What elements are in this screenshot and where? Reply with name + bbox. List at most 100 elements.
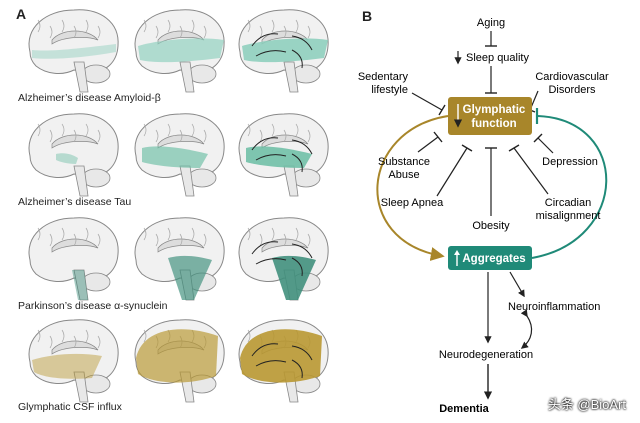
sulcus	[85, 123, 89, 137]
node-neurodegeneration: Neurodegeneration	[439, 349, 533, 361]
sulcus	[203, 25, 207, 39]
sulcus	[295, 123, 299, 137]
node-sleep-quality: Sleep quality	[466, 52, 529, 64]
sulcus	[259, 129, 263, 143]
pathology-overlay	[272, 255, 316, 300]
sulcus	[85, 227, 89, 241]
sulcus	[271, 123, 275, 137]
sulcus	[143, 123, 147, 137]
brainstem	[179, 61, 195, 93]
node-sleep-apnea: Sleep Apnea	[381, 197, 444, 209]
pathology-overlay	[56, 153, 78, 164]
panel-a-brains	[28, 9, 329, 403]
node-substance-line2: Abuse	[388, 169, 419, 181]
row-label-csf: Glymphatic CSF influx	[18, 401, 122, 413]
sulcus	[247, 329, 251, 343]
brain-schematic	[238, 113, 329, 197]
sulcus	[259, 233, 263, 247]
pathology-overlay	[138, 38, 224, 63]
pathology-overlay	[136, 329, 218, 383]
sulcus	[61, 329, 65, 343]
sulcus	[271, 19, 275, 33]
node-circadian-line2: misalignment	[536, 210, 601, 222]
flow-arrow-icon	[251, 343, 279, 357]
inhibit-substance-bar	[433, 131, 443, 143]
node-cardio-line1: Cardiovascular	[535, 71, 609, 83]
brain-outline	[28, 113, 119, 178]
watermark: 头条 @BioArt	[547, 397, 626, 412]
node-circadian-line1: Circadian	[545, 197, 591, 209]
sulcus	[143, 227, 147, 241]
sulcus	[49, 25, 53, 39]
node-sedentary-line2: lifestyle	[371, 84, 408, 96]
panel-a-letter: A	[16, 6, 27, 22]
sulcus	[203, 233, 207, 247]
teal-feedback-line	[531, 115, 608, 259]
inhibit-depression-line	[537, 137, 554, 154]
corpus-callosum	[51, 238, 99, 253]
pathology-overlay	[32, 44, 116, 59]
sulcus	[179, 129, 183, 143]
gold-feedback-arrow	[376, 115, 449, 261]
sulcus	[37, 329, 41, 343]
node-dementia: Dementia	[439, 403, 489, 415]
sulcus	[61, 19, 65, 33]
sulcus	[73, 129, 77, 143]
flow-arrow-icon	[291, 35, 313, 51]
flow-arrow-icon	[291, 359, 303, 379]
sulcus	[61, 123, 65, 137]
flow-arrow-icon	[291, 257, 303, 277]
glymphatic-label-line1: Glymphatic	[463, 104, 526, 116]
bidirectional-arrow	[520, 309, 533, 349]
flow-arrow-icon	[255, 360, 287, 367]
corpus-callosum	[51, 134, 99, 149]
sulcus	[179, 233, 183, 247]
node-substance-line1: Substance	[378, 156, 430, 168]
brain-schematic	[238, 319, 329, 403]
aggregates-box	[448, 246, 532, 270]
glymphatic-label-line2: function	[471, 118, 516, 130]
inhibit-circadian-line	[513, 147, 549, 195]
sulcus	[73, 233, 77, 247]
flow-arrow-icon	[255, 50, 287, 57]
sulcus	[307, 129, 311, 143]
sulcus	[295, 19, 299, 33]
inhibit-sedentary-bar	[438, 104, 446, 116]
sulcus	[307, 25, 311, 39]
sulcus	[295, 227, 299, 241]
inhibit-substance-line	[417, 136, 439, 153]
sulcus	[97, 25, 101, 39]
sulcus	[73, 335, 77, 349]
aggregates-up-arrowhead	[454, 250, 460, 255]
inhibit-apnea-line	[436, 147, 468, 197]
brainstem	[283, 61, 299, 93]
node-cardio-line2: Disorders	[548, 84, 596, 96]
sulcus	[167, 227, 171, 241]
brain-schematic	[134, 9, 225, 93]
brainstem	[73, 269, 89, 301]
sulcus	[85, 19, 89, 33]
sulcus	[191, 19, 195, 33]
panel-b-letter: B	[362, 8, 373, 24]
sulcus	[191, 123, 195, 137]
sulcus	[247, 19, 251, 33]
pathology-overlay	[142, 146, 208, 168]
sulcus	[283, 129, 287, 143]
glymphatic-box	[448, 97, 532, 135]
brain-schematic	[238, 217, 329, 301]
node-sedentary-line1: Sedentary	[358, 71, 409, 83]
sulcus	[37, 227, 41, 241]
flow-arrow-icon	[251, 241, 279, 255]
sulcus	[97, 129, 101, 143]
sulcus	[49, 129, 53, 143]
brain-schematic	[238, 9, 329, 93]
sulcus	[307, 233, 311, 247]
brain-schematic	[28, 9, 119, 93]
row-label-synuclein: Parkinson’s disease α-synuclein	[18, 300, 168, 312]
pathology-overlay	[32, 353, 102, 379]
inhibit-sedentary-line	[411, 92, 443, 111]
node-aging: Aging	[477, 17, 505, 29]
corpus-callosum	[157, 134, 205, 149]
brainstem	[73, 165, 89, 197]
row-label-amyloid: Alzheimer’s disease Amyloid-β	[18, 92, 161, 104]
